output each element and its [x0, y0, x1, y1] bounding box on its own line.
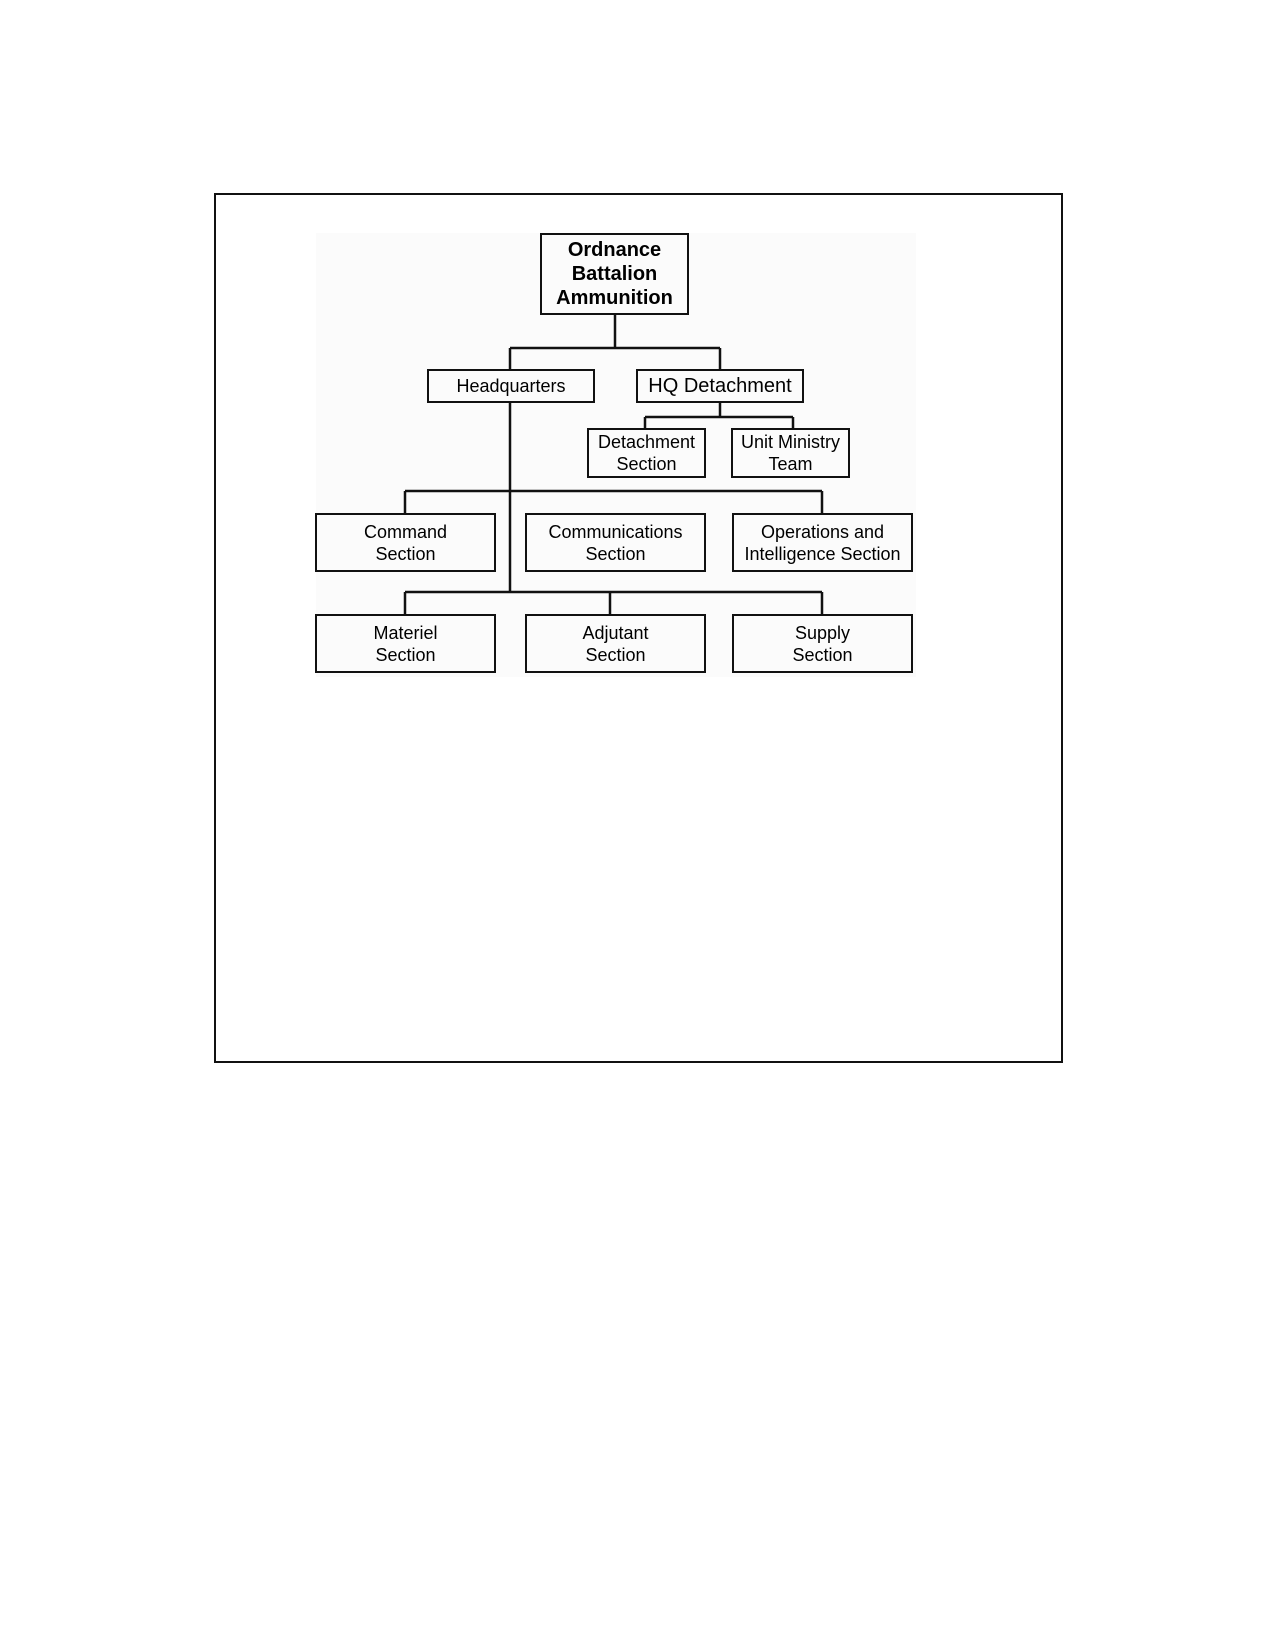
headquarters-box: Headquarters [427, 369, 595, 403]
communications-section-box: Communications Section [525, 513, 706, 572]
materiel-section-box: Materiel Section [315, 614, 496, 673]
operations-and-intelligence-section-box: Operations and Intelligence Section [732, 513, 913, 572]
ordnance-battalion-ammunition-box: Ordnance Battalion Ammunition [540, 233, 689, 315]
hq-detachment-box: HQ Detachment [636, 369, 804, 403]
supply-section-box: Supply Section [732, 614, 913, 673]
detachment-section-box: Detachment Section [587, 428, 706, 478]
unit-ministry-team-box: Unit Ministry Team [731, 428, 850, 478]
command-section-box: Command Section [315, 513, 496, 572]
adjutant-section-box: Adjutant Section [525, 614, 706, 673]
